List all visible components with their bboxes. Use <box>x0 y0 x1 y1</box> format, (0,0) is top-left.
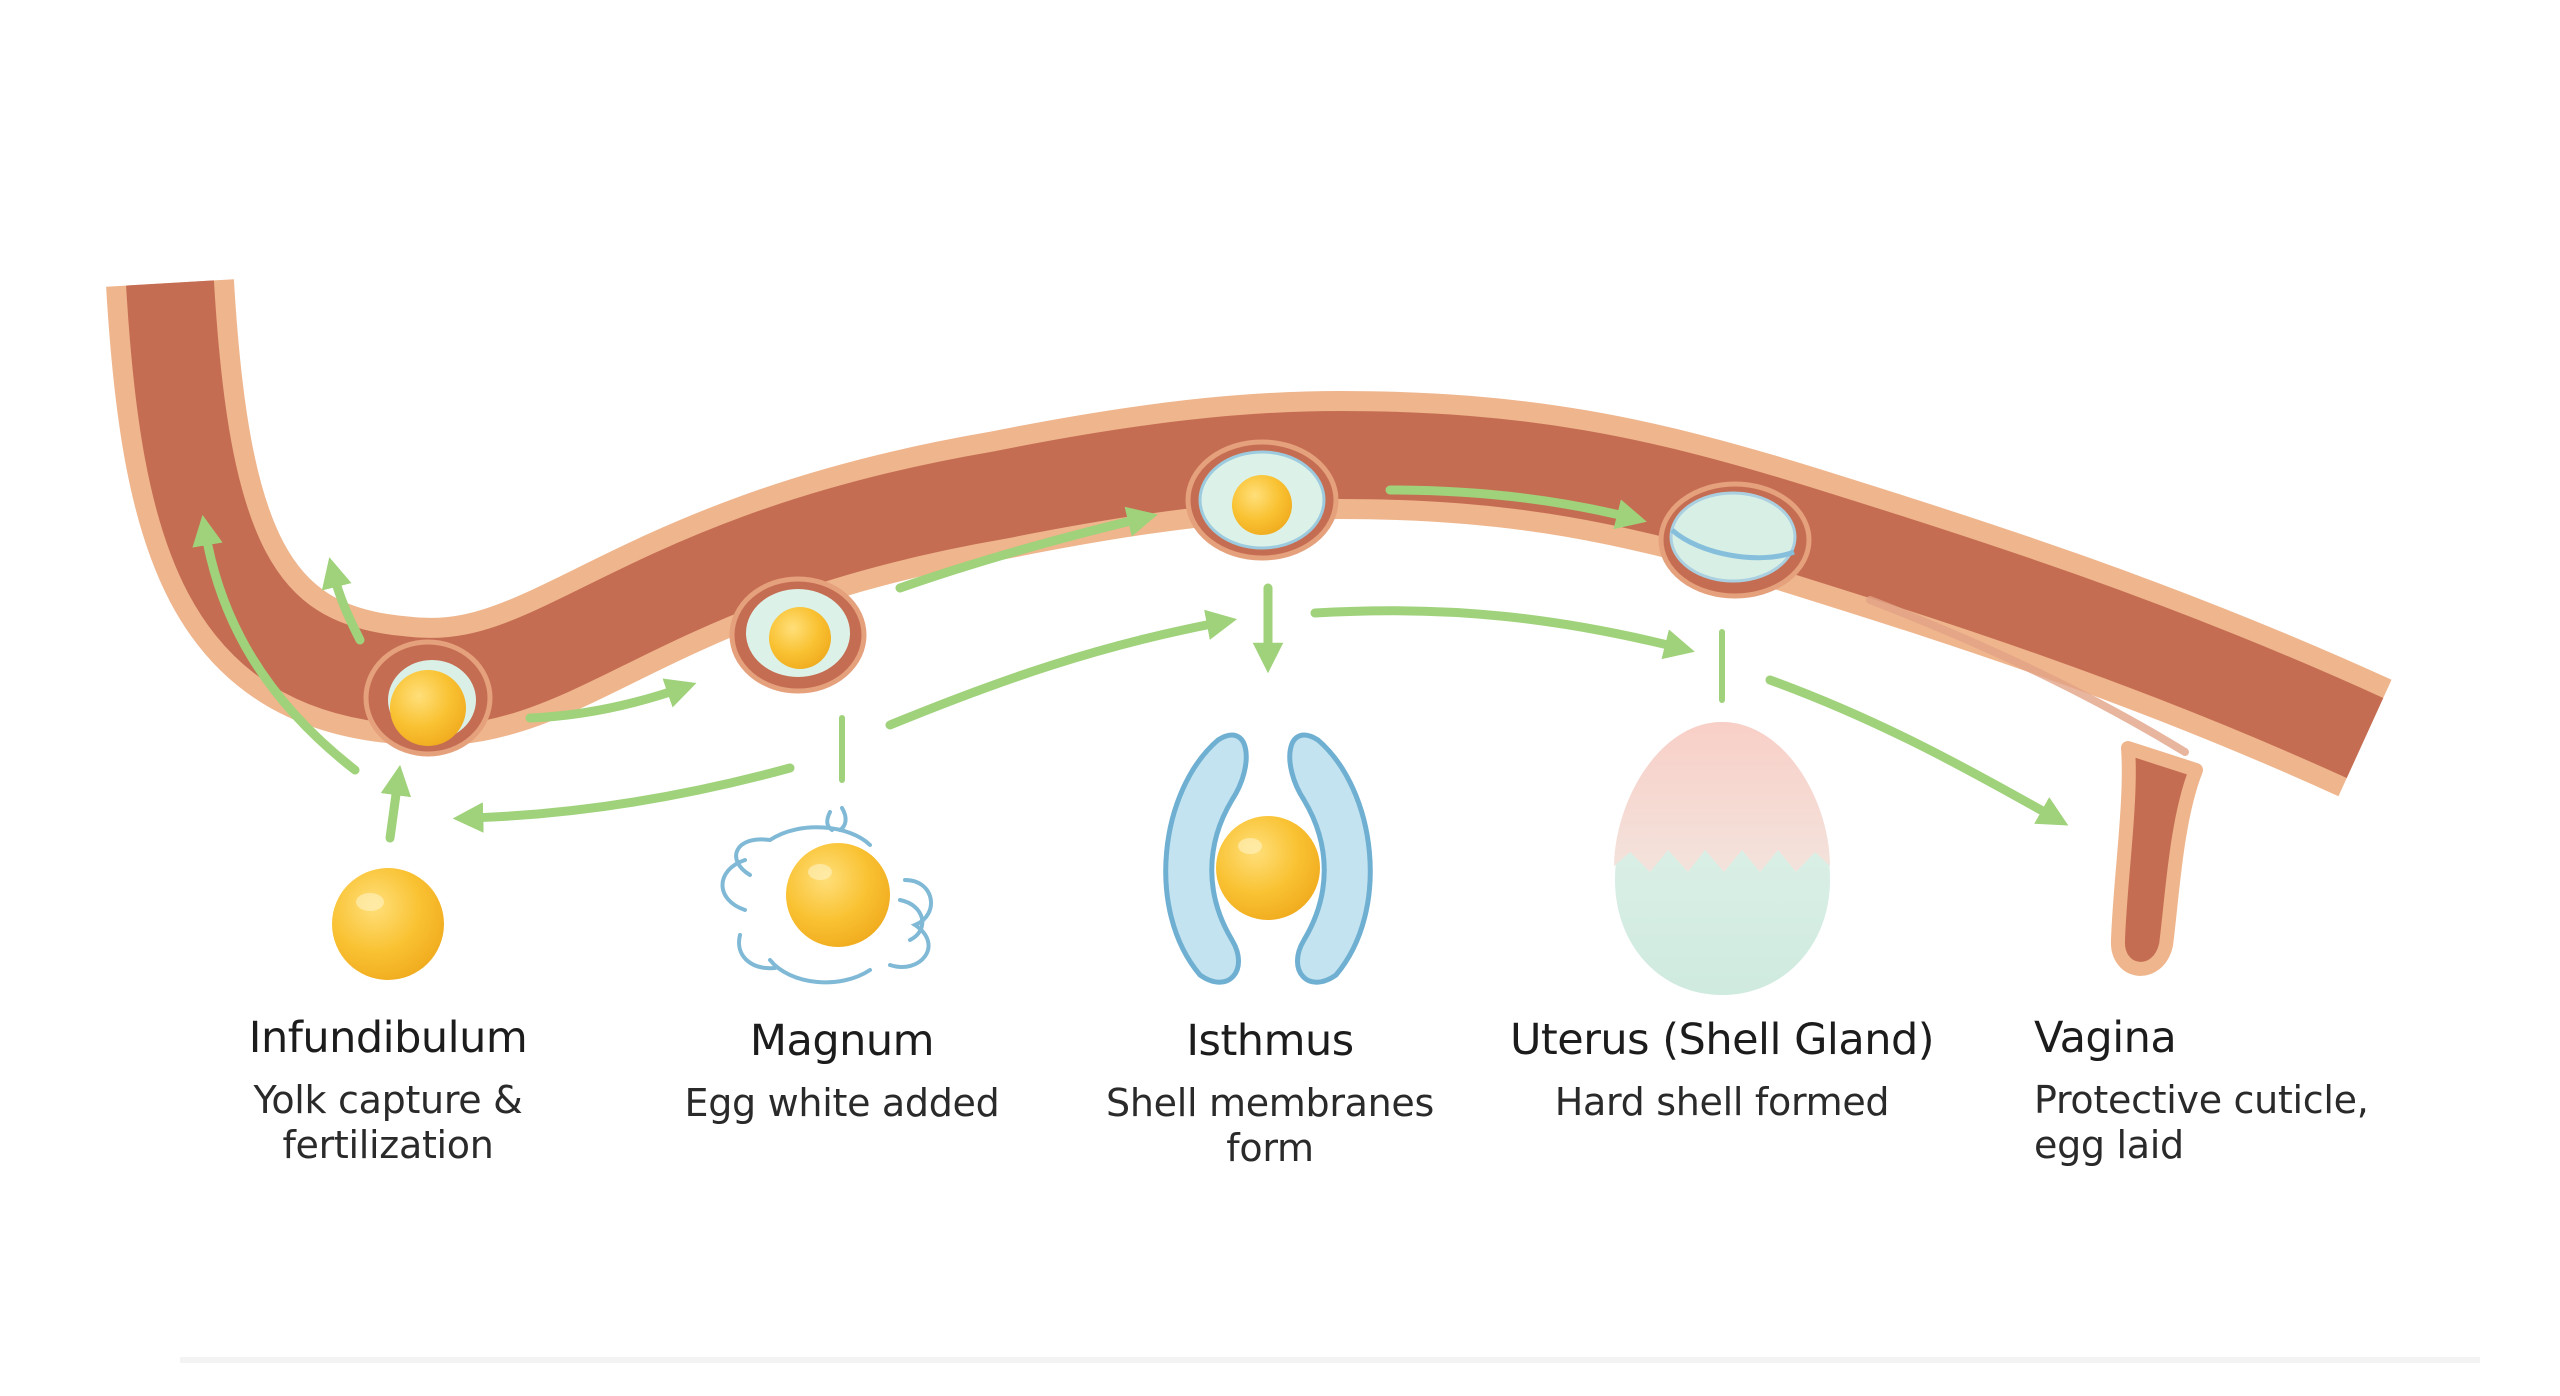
yolk-icon <box>332 868 444 980</box>
arrow-uterus-to-vagina <box>1765 675 2069 826</box>
stage-label-vagina: Vagina Protective cuticle, egg laid <box>2034 1013 2369 1168</box>
stage-title-vagina: Vagina <box>2034 1013 2177 1063</box>
tract-inner-sheen <box>1866 596 2189 756</box>
egg-shell-icon <box>1614 722 1830 995</box>
arrow-isthmus-to-uterus <box>1385 485 1647 530</box>
egg-in-uterus <box>1658 481 1812 599</box>
stage-description-line: fertilization <box>282 1123 494 1168</box>
stage-title-uterus: Uterus (Shell Gland) <box>1509 1015 1935 1065</box>
stage-title-isthmus: Isthmus <box>1186 1016 1354 1066</box>
stage-title-infundibulum: Infundibulum <box>248 1013 528 1063</box>
arrow-return-outer <box>192 514 360 775</box>
stage-label-magnum: Magnum Egg white added <box>685 1016 1000 1126</box>
stage-label-uterus: Uterus (Shell Gland) Hard shell formed <box>1509 1015 1935 1125</box>
oviduct-tract <box>106 279 2392 976</box>
stage-description-line: Egg white added <box>684 1081 1000 1126</box>
stage-label-infundibulum: Infundibulum Yolk capture & fertilizatio… <box>248 1013 528 1168</box>
stage-description-line: form <box>1226 1126 1314 1171</box>
egg-in-infundibulum <box>363 639 493 757</box>
connector-ticks <box>839 629 1725 783</box>
arrow-infundibulum-to-magnum <box>525 678 697 723</box>
tract-lumen <box>126 280 2384 779</box>
stage-description-magnum: Egg white added <box>685 1081 1000 1126</box>
stage-description-infundibulum: Yolk capture & fertilization <box>249 1078 527 1168</box>
arrow-return-inner <box>321 557 365 645</box>
stage-description-line: Yolk capture & <box>253 1078 523 1123</box>
stage-title-magnum: Magnum <box>749 1016 935 1066</box>
cloaca-outlet <box>2111 741 2203 976</box>
egg-in-magnum <box>729 576 867 694</box>
arrow-infundibulum-up <box>380 764 412 843</box>
stage-description-line: Hard shell formed <box>1554 1080 1890 1125</box>
yolk-between-membranes-icon <box>1163 732 1373 985</box>
eggs-in-tract <box>363 439 1812 757</box>
yolk-with-albumen-swirl-icon <box>720 806 933 985</box>
stage-description-line: Protective cuticle, <box>2034 1078 2369 1123</box>
arrow-magnum-back <box>452 763 795 833</box>
egg-in-isthmus <box>1185 439 1339 561</box>
stage-description-line: Shell membranes <box>1106 1081 1434 1126</box>
stage-description-line: egg laid <box>2034 1123 2184 1168</box>
stage-description-vagina: Protective cuticle, egg laid <box>2034 1078 2369 1168</box>
arrow-lower-to-uterus <box>1310 606 1695 660</box>
flow-arrows <box>192 485 2069 843</box>
stage-description-uterus: Hard shell formed <box>1510 1080 1934 1125</box>
arrow-magnum-to-isthmus <box>895 506 1158 593</box>
stage-description-isthmus: Shell membranes form <box>1106 1081 1434 1171</box>
stage-label-isthmus: Isthmus Shell membranes form <box>1106 1016 1434 1171</box>
arrow-lower-to-isthmus <box>885 609 1238 730</box>
